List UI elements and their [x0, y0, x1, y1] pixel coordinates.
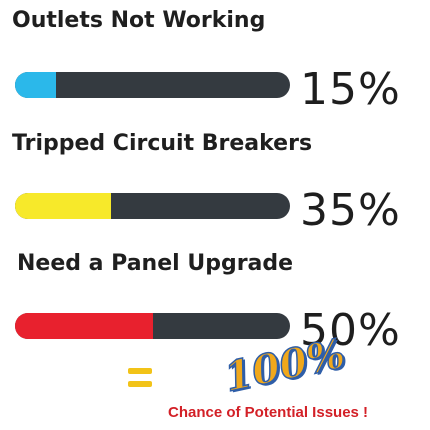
progress-bar-breakers [15, 193, 290, 219]
item-title-outlets: Outlets Not Working [12, 8, 266, 33]
percent-panel: 50% [300, 305, 401, 356]
summary-caption: Chance of Potential Issues ! [168, 404, 369, 421]
equals-sign [128, 368, 152, 390]
item-title-panel: Need a Panel Upgrade [17, 251, 294, 276]
progress-fill-breakers [15, 193, 112, 219]
progress-fill-panel [15, 313, 153, 339]
percent-outlets: 15% [300, 64, 401, 115]
item-title-breakers: Tripped Circuit Breakers [12, 131, 313, 156]
progress-fill-outlets [15, 72, 57, 98]
total-percent-logo: 100% [220, 329, 350, 402]
progress-bar-panel [15, 313, 290, 339]
percent-breakers: 35% [300, 185, 401, 236]
progress-bar-outlets [15, 72, 290, 98]
